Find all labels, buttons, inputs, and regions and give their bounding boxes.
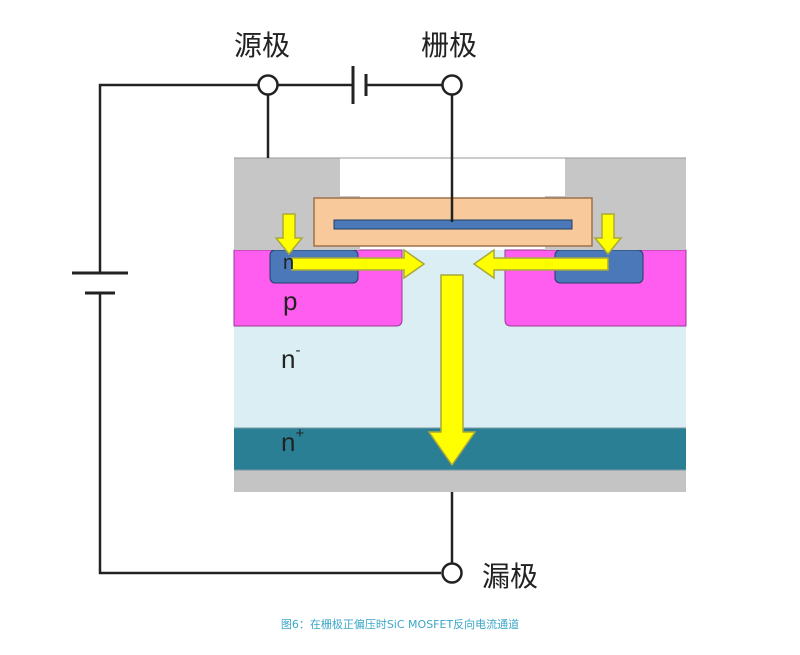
n-substrate-letter: n — [281, 427, 296, 457]
figure-caption: 图6：在栅极正偏压时SiC MOSFET反向电流通道 — [280, 618, 520, 631]
source-terminal — [257, 74, 279, 96]
arrow-right-channel — [291, 248, 426, 280]
drain-label: 漏极 — [482, 560, 539, 593]
bottom-contact-band — [234, 470, 686, 492]
source-label: 源极 — [234, 29, 291, 62]
n-drift-letter: n — [281, 344, 296, 374]
n-substrate-label: n+ — [281, 425, 305, 458]
arrow-left-channel — [472, 248, 609, 280]
source-to-drain-wire — [98, 83, 258, 273]
arrow-down-left — [274, 213, 304, 256]
p-region-label: p — [283, 286, 298, 316]
n-source-label: n — [283, 252, 295, 274]
n-drift-superscript: - — [295, 342, 301, 360]
arrow-down-drain — [427, 274, 477, 467]
drain-terminal — [441, 562, 463, 584]
gate-label: 栅极 — [421, 29, 478, 62]
n-substrate-superscript: + — [295, 425, 305, 443]
drain-return-wire — [98, 293, 441, 575]
gate-terminal — [441, 74, 463, 96]
arrow-down-right — [593, 213, 623, 256]
n-drift-label: n- — [281, 342, 301, 375]
